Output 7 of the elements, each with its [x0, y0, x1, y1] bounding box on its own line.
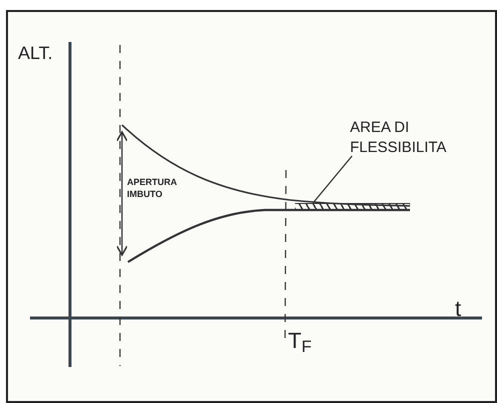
hatched-area	[295, 203, 410, 211]
axis-label: ALT.	[18, 42, 54, 65]
axis-label: t	[455, 295, 462, 323]
annotation-text: AREA DI FLESSIBILITA	[350, 118, 448, 158]
leader-line	[312, 156, 352, 204]
tick-label: T$_{F}$	[288, 327, 313, 357]
dimension-label: APERTURA IMBUTO	[127, 176, 178, 200]
